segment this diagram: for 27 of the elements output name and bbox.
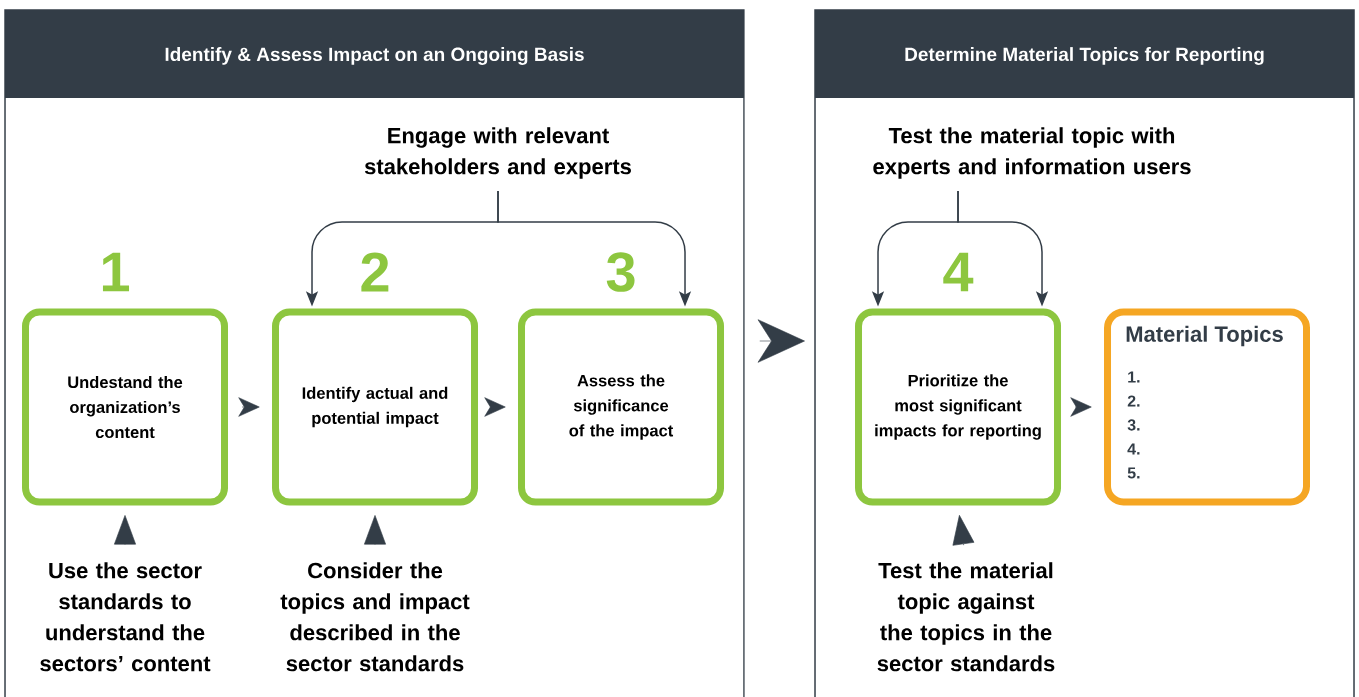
arrow <box>757 319 805 363</box>
step-box: Assess the significance of the impact <box>518 308 724 506</box>
step-number: 3 <box>606 252 635 292</box>
list-number: 2. <box>1127 395 1140 407</box>
step-box: Identify actual and potential impact <box>272 308 478 506</box>
arrow <box>484 397 506 417</box>
arrow <box>114 515 136 546</box>
step-number: 4 <box>943 252 974 292</box>
list-number: 4. <box>1127 443 1140 455</box>
header-band: Determine Material Topics for Reporting <box>815 10 1354 98</box>
arrow <box>1070 397 1092 417</box>
step-box: Undestand the organization’s content <box>22 308 228 506</box>
header-band: Identify & Assess Impact on an Ongoing Basis <box>5 10 744 98</box>
note-text: Test the material topic with experts and information users <box>873 127 1191 179</box>
note-text: Test the material topic against the topics in the sector standards <box>877 562 1055 672</box>
arrow <box>238 397 260 417</box>
note-text: Consider the topics and impact described in the sector standards <box>280 562 470 672</box>
arrow <box>952 515 975 546</box>
step-box: Prioritize the most significant impacts for reporting <box>855 308 1061 506</box>
arrow <box>364 515 386 546</box>
list-number: 3. <box>1127 419 1140 431</box>
step-number: 2 <box>361 252 389 292</box>
step-number: 1 <box>102 252 130 292</box>
note-text: Engage with relevant stakeholders and experts <box>364 127 631 179</box>
note-text: Use the sector standards to understand the sectors’ content <box>40 562 211 672</box>
list-number: 5. <box>1127 467 1140 479</box>
list-number: 1. <box>1128 371 1140 383</box>
